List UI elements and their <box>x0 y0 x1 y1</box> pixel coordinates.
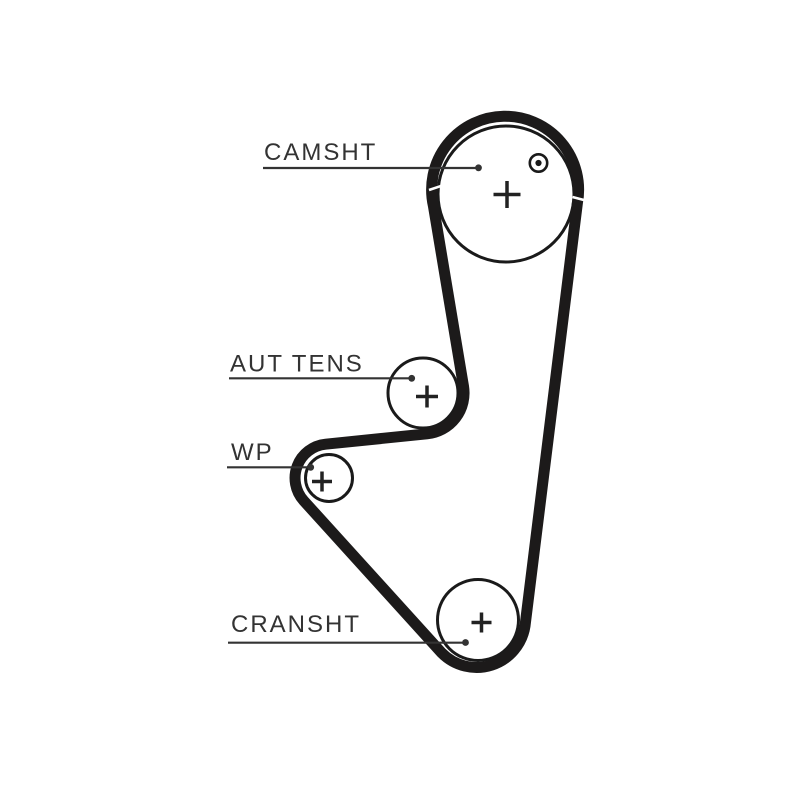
tensioner-label: AUT TENS <box>230 351 364 378</box>
water-pump-pulley <box>304 453 354 503</box>
timing-belt <box>289 110 585 673</box>
belt-mark-left-icon <box>428 184 442 192</box>
crankshaft-leader-dot <box>462 639 469 646</box>
camshaft-center-cross-icon <box>493 181 521 208</box>
tensioner-center-cross-icon <box>416 385 438 408</box>
water-pump-center-cross-icon <box>312 471 332 492</box>
camshaft-label: CAMSHT <box>264 139 377 166</box>
crankshaft-pulley <box>436 578 520 662</box>
timing-mark-dot <box>535 159 542 167</box>
tensioner-pulley <box>386 356 460 430</box>
camshaft-leader-dot <box>475 164 482 172</box>
crankshaft-label: CRANSHT <box>231 611 361 638</box>
water-pump-label: WP <box>231 439 274 466</box>
water-pump-leader-dot <box>307 463 315 471</box>
belt-mark-right-icon <box>572 195 586 202</box>
crankshaft-center-cross-icon <box>471 612 492 633</box>
tensioner-leader-dot <box>408 374 416 382</box>
timing-mark-icon <box>528 153 549 174</box>
